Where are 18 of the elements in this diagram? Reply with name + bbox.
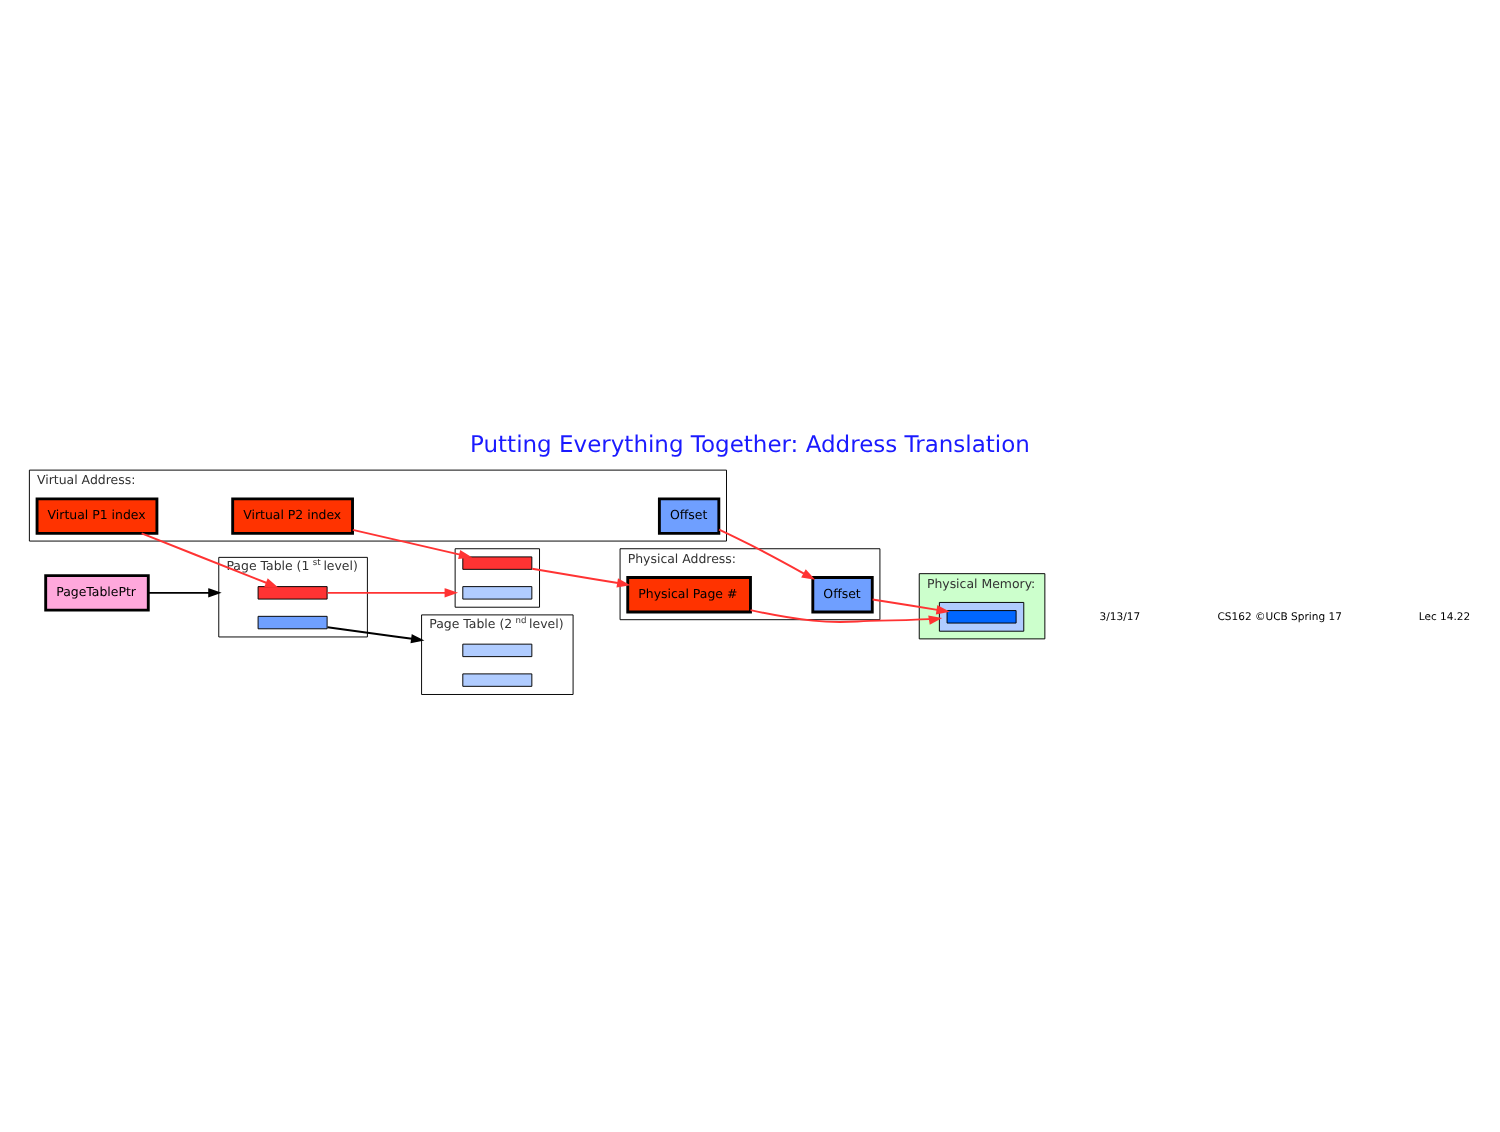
- arrow: [871, 598, 950, 615]
- node-bar: [462, 673, 533, 687]
- node-bar: [257, 586, 328, 600]
- arrow: [140, 532, 279, 588]
- arrow: [147, 588, 222, 598]
- cluster: [938, 601, 1025, 632]
- arrow: [749, 609, 943, 625]
- node-bar: [257, 615, 328, 630]
- arrow: [326, 626, 425, 644]
- arrow: [351, 528, 473, 560]
- node-bar: [462, 586, 533, 600]
- arrow: [531, 567, 631, 588]
- node-bar: [462, 643, 533, 658]
- arrow: [326, 588, 459, 598]
- arrow: [718, 528, 816, 580]
- node-bar: [462, 556, 533, 570]
- node-bar: [946, 610, 1017, 624]
- diagram-title: Putting Everything Together: Address Translation: [470, 430, 1030, 459]
